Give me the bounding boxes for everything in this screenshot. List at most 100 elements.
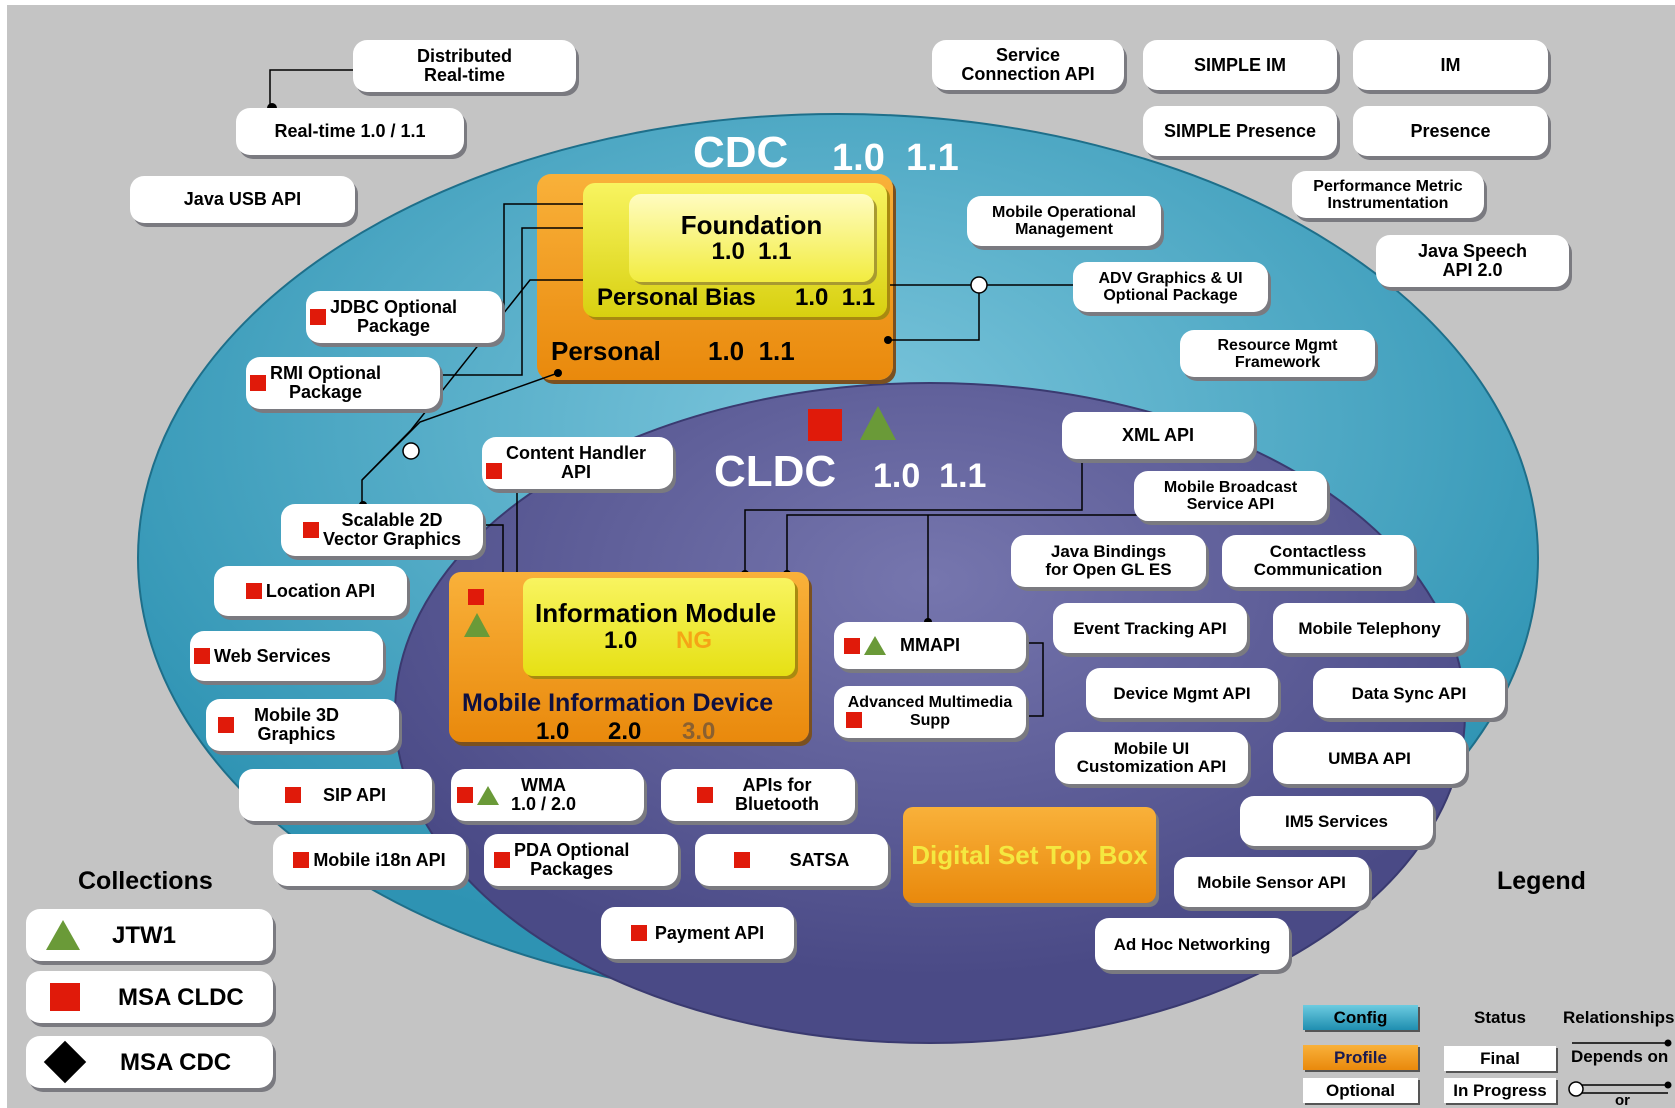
mobile-ui-box: Mobile UI Customization API (1055, 732, 1248, 784)
performance-metric-box: Performance Metric Instrumentation (1292, 171, 1484, 218)
msa-cldc-square-icon (844, 637, 860, 654)
collections-heading: Collections (78, 867, 213, 895)
imp-ng: NG (676, 627, 712, 654)
midp-name: Mobile Information Device (462, 689, 774, 717)
api-label: Mobile Broadcast Service API (1163, 479, 1298, 513)
msa-cldc-square-icon (457, 787, 473, 803)
msa-cldc-square-icon (486, 463, 502, 479)
pda-box: PDA Optional Packages (484, 834, 678, 886)
api-label: Content Handler API (506, 443, 647, 482)
simple-presence-box: SIMPLE Presence (1143, 106, 1337, 156)
api-label: SIMPLE IM (1193, 54, 1286, 75)
foundation-versions: 1.0 1.1 (711, 238, 792, 265)
java-speech-box: Java Speech API 2.0 (1376, 235, 1569, 287)
collection-label: MSA CDC (120, 1048, 232, 1076)
msa-cldc-square-icon (697, 787, 713, 803)
personal-profile-versions: 1.0 1.1 (708, 336, 795, 366)
jtw1-triangle-icon (477, 785, 499, 805)
msa-cldc-square-icon (733, 852, 750, 868)
api-label: Payment API (654, 922, 765, 943)
personal-basis-versions: 1.0 1.1 (795, 284, 876, 311)
imp-version: 1.0 (604, 627, 638, 654)
api-label: XML API (1121, 425, 1194, 445)
api-label: IM5 Services (1284, 811, 1388, 831)
legend-optional: Optional (1303, 1078, 1418, 1103)
api-label: Java Speech API 2.0 (1417, 241, 1528, 280)
api-label: Mobile i18n API (313, 849, 446, 870)
imp-name: Information Module (535, 598, 777, 628)
or-circle (402, 442, 420, 460)
msa-cldc-square-icon (630, 925, 647, 941)
adv-graphics-box: ADV Graphics & UI Optional Package (1073, 262, 1268, 312)
api-label: Java USB API (183, 189, 302, 209)
foundation-box: Foundation 1.0 1.1 (629, 194, 874, 282)
api-label: Web Services (214, 645, 331, 666)
api-label: Mobile 3D Graphics (254, 705, 340, 744)
rmi-box: RMI Optional Package (246, 357, 440, 409)
legend-config: Config (1303, 1005, 1418, 1030)
mobile-3d-box: Mobile 3D Graphics (206, 699, 399, 751)
svg-box: Scalable 2D Vector Graphics (281, 504, 483, 556)
msa-cldc-square-icon (310, 309, 326, 325)
im5-box: IM5 Services (1240, 796, 1433, 846)
mobile-telephony-box: Mobile Telephony (1273, 603, 1466, 653)
contactless-box: Contactless Communication (1222, 535, 1414, 587)
cldc-versions: 1.0 1.1 (873, 457, 987, 495)
resource-mgmt-box: Resource Mgmt Framework (1180, 330, 1375, 377)
sip-box: SIP API (239, 769, 432, 821)
cdc-versions: 1.0 1.1 (832, 137, 959, 179)
api-label: WMA 1.0 / 2.0 (511, 775, 577, 814)
mobile-i18n-box: Mobile i18n API (273, 834, 466, 886)
distributed-realtime-box: Distributed Real-time (353, 40, 576, 92)
msa-cldc-square-icon (250, 375, 266, 391)
api-label: RMI Optional Package (270, 363, 381, 402)
payment-box: Payment API (601, 907, 794, 959)
api-label: PDA Optional Packages (514, 840, 630, 879)
msa-cldc-square-icon (194, 648, 210, 664)
midp-msa-cldc-marker (468, 589, 484, 605)
connector-adv-graphics-b (888, 285, 980, 341)
api-label: Service Connection API (961, 45, 1095, 84)
collection-msa-cdc: MSA CDC (26, 1036, 273, 1088)
adv-multimedia-box: Advanced Multimedia Supp (834, 686, 1026, 738)
connector-distributed-realtime (269, 69, 355, 108)
api-label: Ad Hoc Networking (1113, 934, 1271, 954)
or-circle (970, 276, 988, 294)
api-label: UMBA API (1328, 748, 1411, 768)
legend-in-progress: In Progress (1444, 1078, 1556, 1103)
api-label: Digital Set Top Box (911, 839, 1148, 870)
legend-final: Final (1444, 1046, 1556, 1071)
api-label: Distributed Real-time (416, 46, 512, 85)
service-connection-box: Service Connection API (932, 40, 1124, 90)
legend-status-heading: Status (1474, 1008, 1526, 1027)
api-label: Java Bindings for Open GL ES (1045, 542, 1172, 579)
presence-box: Presence (1353, 106, 1548, 156)
square-icon (50, 983, 80, 1011)
api-label: Presence (1410, 120, 1491, 141)
xml-box: XML API (1062, 412, 1254, 459)
midp-jtw1-marker (464, 613, 490, 637)
satsa-box: SATSA (695, 834, 888, 886)
api-label: Real-time 1.0 / 1.1 (274, 121, 426, 141)
api-label: APIs for Bluetooth (735, 775, 819, 814)
legend-or: or (1615, 1092, 1630, 1108)
api-label: SIP API (322, 784, 387, 805)
msa-cldc-square-icon (494, 852, 510, 868)
api-label: Device Mgmt API (1113, 683, 1251, 703)
legend-heading: Legend (1497, 867, 1586, 895)
cldc-title: CLDC (714, 447, 837, 496)
api-label: Mobile Telephony (1298, 618, 1441, 638)
imp-box (523, 578, 795, 676)
im-box: IM (1353, 40, 1548, 90)
personal-profile-name: Personal (551, 336, 661, 366)
legend-relationships-heading: Relationships (1563, 1008, 1675, 1027)
api-label: Contactless Communication (1253, 542, 1383, 579)
event-tracking-box: Event Tracking API (1053, 603, 1247, 653)
collection-label: MSA CLDC (118, 983, 244, 1011)
api-label: Data Sync API (1351, 683, 1467, 703)
cdc-title: CDC (693, 128, 789, 177)
api-label: Advanced Multimedia Supp (847, 694, 1013, 729)
connector-xml (744, 461, 1083, 574)
